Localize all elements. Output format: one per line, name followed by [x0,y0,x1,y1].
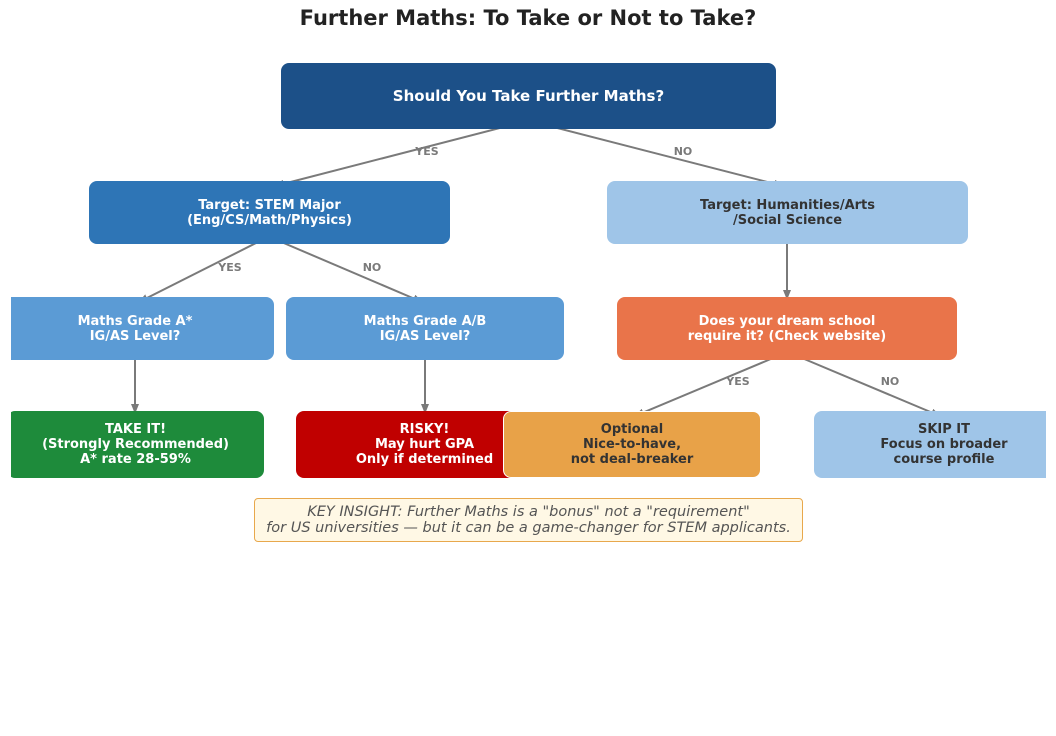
edge-dream-school-to-optional [634,352,786,417]
node-grade-ab: Maths Grade A/B IG/AS Level? [286,297,564,360]
node-humanities: Target: Humanities/Arts /Social Science [607,181,968,244]
node-take-it: TAKE IT! (Strongly Recommended) A* rate … [7,411,264,478]
edge-root-to-stem [274,120,528,188]
edge-stem-to-grade-a-star [138,237,267,303]
edge-root-to-humanities [529,120,784,188]
left-crop-mask [0,290,11,490]
edge-label-root-no: NO [674,145,693,158]
node-stem-major: Target: STEM Major (Eng/CS/Math/Physics) [89,181,450,244]
edge-label-stem-yes: YES [217,261,241,274]
node-skip-it: SKIP IT Focus on broader course profile [814,411,1056,478]
node-optional: Optional Nice-to-have, not deal-breaker [503,411,761,478]
right-crop-mask [1046,400,1056,490]
node-root-question: Should You Take Further Maths? [281,63,776,129]
edge-label-dream-yes: YES [725,375,749,388]
node-grade-a-star: Maths Grade A* IG/AS Level? [0,297,274,360]
node-dream-school: Does your dream school require it? (Chec… [617,297,957,360]
edge-label-root-yes: YES [414,145,438,158]
edge-label-stem-no: NO [363,261,382,274]
edge-dream-school-to-skip-it [789,352,941,417]
diagram-title: Further Maths: To Take or Not to Take? [299,6,757,30]
edge-stem-to-grade-ab [271,237,423,303]
edge-label-dream-no: NO [881,375,900,388]
key-insight-callout: KEY INSIGHT: Further Maths is a "bonus" … [254,498,803,542]
